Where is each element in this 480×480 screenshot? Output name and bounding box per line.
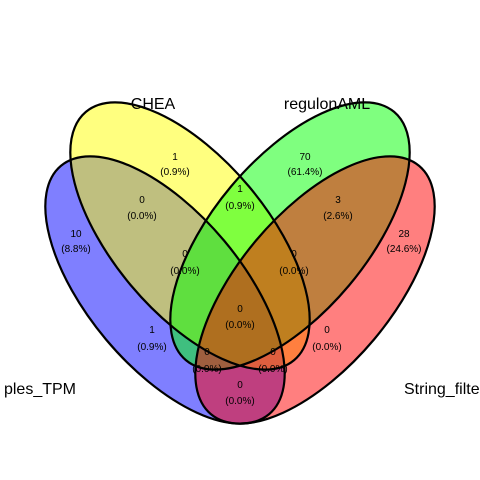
region-percent: (0.0%) (258, 364, 287, 375)
region-percent: (0.9%) (137, 342, 166, 353)
set-label-string: String_filte (404, 381, 480, 398)
region-percent: (0.9%) (160, 167, 189, 178)
region-left-regulon: 1 (0.9%) (137, 325, 166, 353)
region-percent: (0.0%) (127, 211, 156, 222)
region-count: 0 (237, 304, 243, 315)
region-chea-only: 1 (0.9%) (160, 152, 189, 178)
region-count: 1 (237, 184, 243, 195)
set-ellipse-chea-outline (69, 101, 311, 371)
region-count: 1 (172, 152, 178, 163)
set-ellipse-regulon-outline (169, 101, 411, 371)
region-count: 0 (324, 325, 330, 336)
region-count: 70 (299, 152, 311, 163)
region-count: 0 (204, 347, 210, 358)
set-ellipse-string-fill (195, 156, 435, 424)
region-left-chea: 0 (0.0%) (127, 195, 156, 222)
set-label-left: ples_TPM (4, 381, 76, 398)
set-fills (45, 102, 435, 424)
region-percent: (24.6%) (386, 244, 421, 255)
region-count: 0 (237, 380, 243, 391)
region-count: 0 (291, 249, 297, 260)
region-left-string: 0 (0.0%) (225, 380, 254, 407)
region-left-only: 10 (8.8%) (61, 229, 90, 255)
region-count: 0 (182, 249, 188, 260)
region-left-chea-regulon: 0 (0.0%) (170, 249, 199, 277)
region-count: 28 (398, 229, 410, 240)
region-percent: (0.9%) (225, 201, 254, 212)
region-percent: (0.0%) (170, 266, 199, 277)
region-percent: (8.8%) (61, 244, 90, 255)
region-percent: (0.0%) (279, 266, 308, 277)
region-count: 3 (335, 195, 341, 206)
region-all-four: 0 (0.0%) (225, 304, 254, 331)
set-outlines (44, 101, 436, 425)
region-chea-regulon: 1 (0.9%) (225, 184, 254, 212)
region-count: 0 (270, 347, 276, 358)
region-percent: (0.0%) (312, 342, 341, 353)
region-percent: (61.4%) (287, 167, 322, 178)
region-left-chea-string: 0 (0.0%) (192, 347, 221, 375)
region-percent: (2.6%) (323, 211, 352, 222)
region-regulon-only: 70 (61.4%) (287, 152, 322, 178)
region-chea-string: 0 (0.0%) (312, 325, 341, 353)
set-ellipse-string-outline (194, 155, 436, 425)
set-label-regulon: regulonAML (284, 96, 370, 113)
region-count: 10 (70, 229, 82, 240)
region-percent: (0.0%) (225, 320, 254, 331)
region-count: 1 (149, 325, 155, 336)
region-left-regulon-string: 0 (0.0%) (258, 347, 287, 375)
region-percent: (0.0%) (192, 364, 221, 375)
region-string-only: 28 (24.6%) (386, 229, 421, 255)
region-regulon-string: 3 (2.6%) (323, 195, 352, 222)
region-percent: (0.0%) (225, 396, 254, 407)
region-chea-regulon-string: 0 (0.0%) (279, 249, 308, 277)
set-ellipse-left-outline (44, 155, 286, 425)
region-count: 0 (139, 195, 145, 206)
set-label-chea: CHEA (131, 96, 176, 113)
